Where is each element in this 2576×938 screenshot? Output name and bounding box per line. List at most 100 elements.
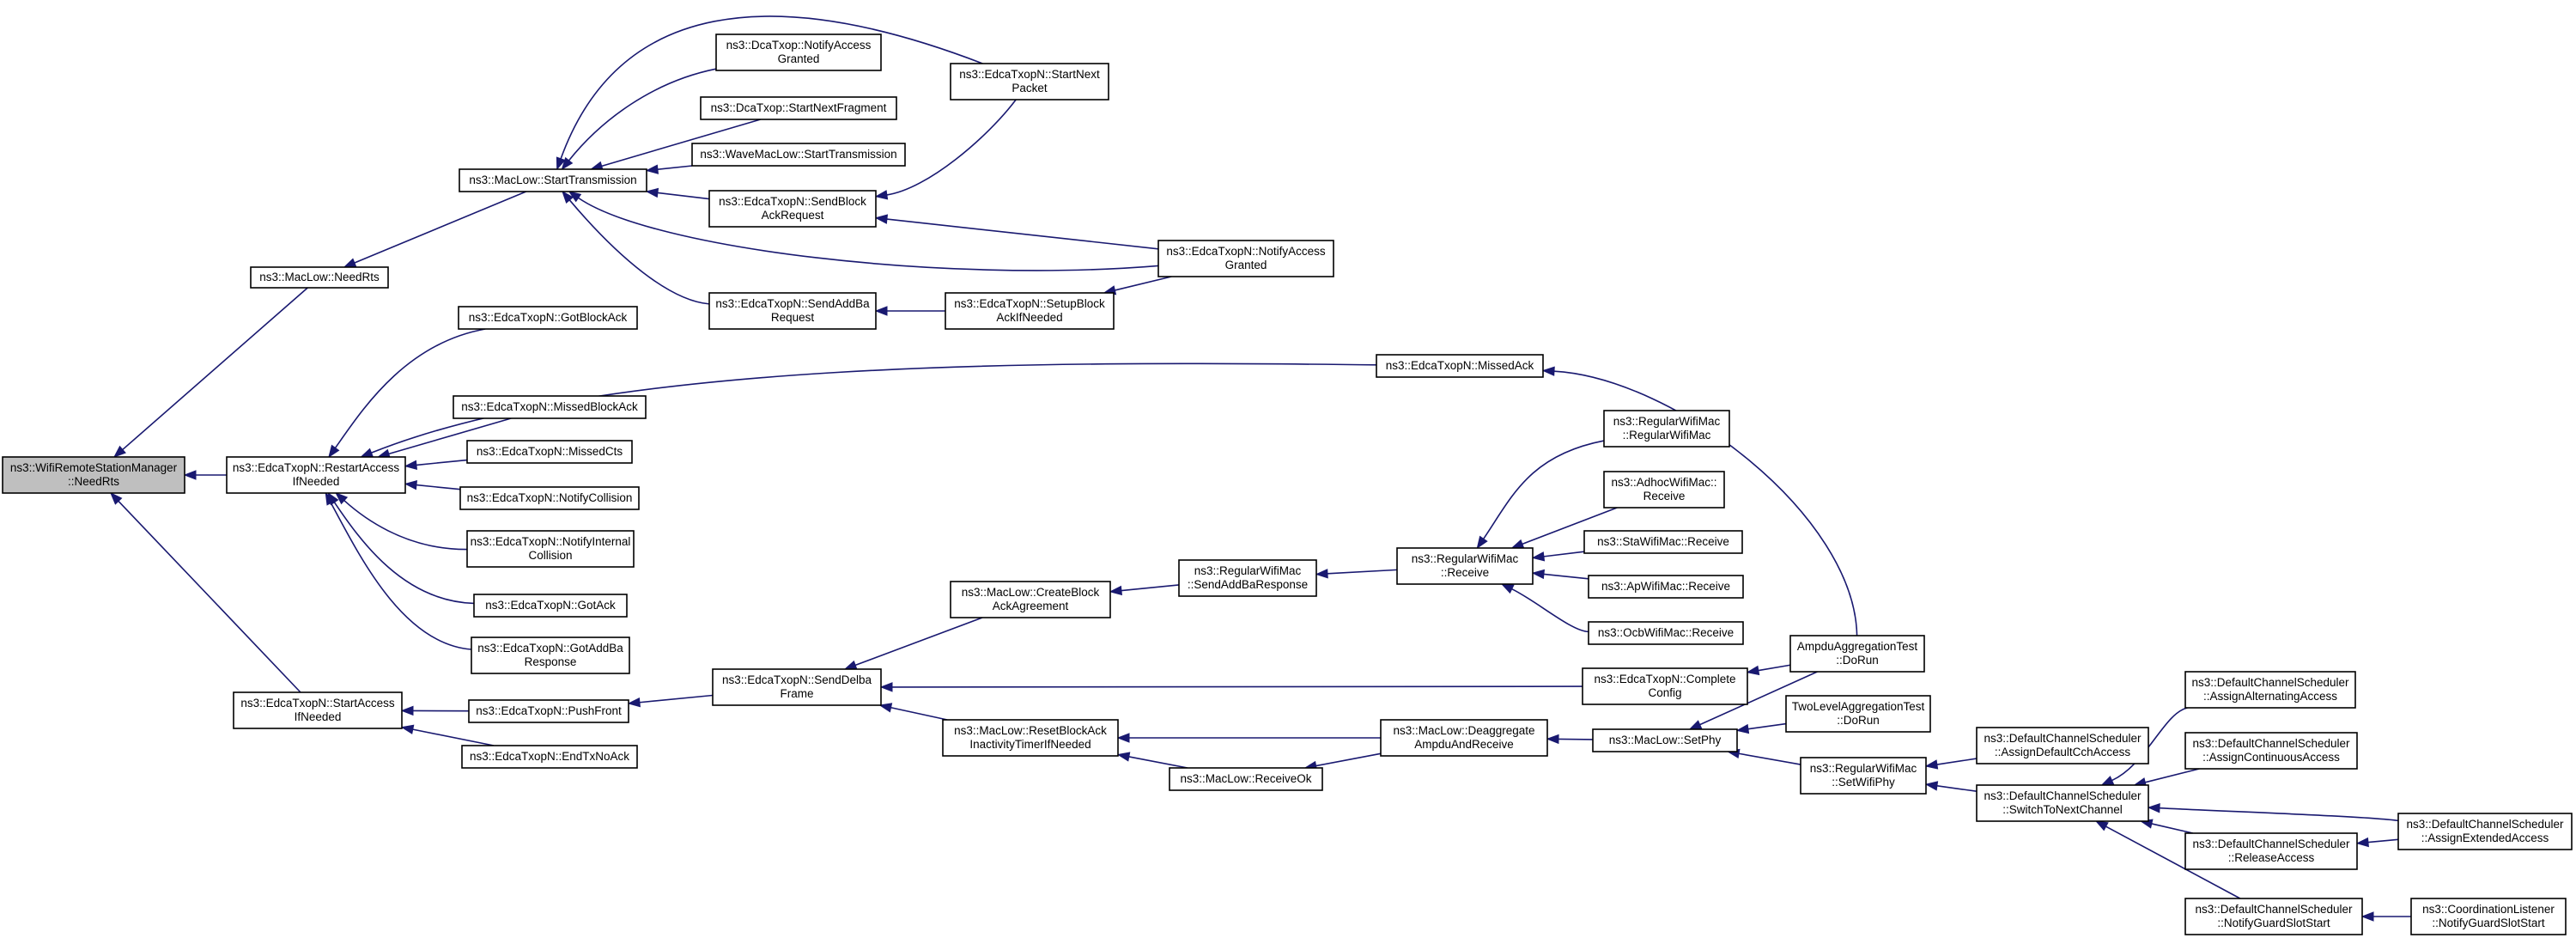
node-missedAck[interactable]: ns3::EdcaTxopN::MissedAck [1376, 354, 1544, 378]
node-waveStart[interactable]: ns3::WaveMacLow::StartTransmission [691, 143, 906, 167]
edge-notifyCollision-to-restart [404, 479, 461, 490]
node-box [2184, 832, 2358, 870]
node-label: IfNeeded [293, 475, 340, 488]
node-label: ns3::EdcaTxopN::GotBlockAck [469, 311, 628, 324]
node-label: ns3::EdcaTxopN::SetupBlock [954, 297, 1105, 310]
node-label: ns3::RegularWifiMac [1613, 415, 1721, 428]
node-switchToNext[interactable]: ns3::DefaultChannelScheduler::SwitchToNe… [1976, 784, 2149, 822]
node-label: ns3::ApWifiMac::Receive [1601, 580, 1730, 593]
node-label: ns3::EdcaTxopN::SendDelba [722, 673, 872, 686]
node-label: ns3::DcaTxop::StartNextFragment [711, 101, 887, 114]
node-pushFront[interactable]: ns3::EdcaTxopN::PushFront [468, 699, 629, 723]
node-label: ns3::EdcaTxopN::StartAccess [240, 697, 395, 710]
node-box [1588, 621, 1744, 645]
arrowhead-icon [1735, 723, 1750, 734]
node-label: ::NotifyGuardSlotStart [2217, 917, 2330, 929]
edge-line [1936, 758, 1978, 765]
edge-gotAddBa-to-restart [325, 491, 472, 650]
node-setWifiPhy[interactable]: ns3::RegularWifiMac::SetWifiPhy [1800, 757, 1927, 795]
node-box [458, 306, 638, 330]
node-regCtor[interactable]: ns3::RegularWifiMac::RegularWifiMac [1603, 410, 1730, 448]
node-regReceive[interactable]: ns3::RegularWifiMac::Receive [1396, 547, 1534, 585]
node-assignExtended[interactable]: ns3::DefaultChannelScheduler::AssignExte… [2397, 813, 2573, 850]
node-receiveOk[interactable]: ns3::MacLow::ReceiveOk [1169, 767, 1323, 791]
node-box [473, 594, 628, 618]
node-label: Frame [780, 687, 813, 700]
edge-line [334, 328, 486, 448]
node-label: ns3::EdcaTxopN::SendBlock [719, 195, 866, 208]
edge-line [1747, 722, 1787, 730]
edge-ampduTest-to-missedAck [1541, 366, 1858, 636]
node-ampduTest[interactable]: AmpduAggregationTest::DoRun [1789, 635, 1925, 673]
node-assignDefaultCch[interactable]: ns3::DefaultChannelScheduler::AssignDefa… [1976, 727, 2149, 764]
arrowhead-icon [645, 187, 659, 198]
node-ocbReceive[interactable]: ns3::OcbWifiMac::Receive [1588, 621, 1744, 645]
arrowhead-icon [1315, 569, 1328, 579]
node-assignContinuous[interactable]: ns3::DefaultChannelScheduler::AssignCont… [2184, 732, 2358, 770]
edge-assignDefaultCch-to-setWifiPhy [1924, 758, 1978, 770]
node-box [459, 486, 640, 510]
edge-assignContinuous-to-switchToNext [2133, 768, 2200, 788]
node-macNeedRts[interactable]: ns3::MacLow::NeedRts [250, 266, 389, 289]
node-sendAddBaResp[interactable]: ns3::RegularWifiMac::SendAddBaResponse [1178, 559, 1317, 597]
node-label: ns3::MacLow::ResetBlockAck [954, 724, 1107, 737]
edge-line [1511, 588, 1589, 633]
arrowhead-icon [2100, 776, 2115, 786]
edge-sendAddBaResp-to-createBlockAck [1109, 584, 1180, 596]
node-label: ::AssignContinuousAccess [2202, 751, 2340, 764]
edge-sendDelba-to-pushFront [627, 694, 714, 708]
edge-line [333, 502, 475, 605]
arrowhead-icon [110, 491, 123, 505]
node-box [1789, 635, 1925, 673]
arrowhead-icon [1546, 734, 1559, 745]
node-twoLevelTest[interactable]: TwoLevelAggregationTest::DoRun [1785, 695, 1931, 733]
arrowhead-icon [1688, 720, 1703, 730]
edge-macNeedRts-to-root [112, 287, 308, 458]
node-assignAlternating[interactable]: ns3::DefaultChannelScheduler::AssignAlte… [2184, 671, 2356, 709]
node-box [471, 636, 630, 674]
node-coordNotify[interactable]: ns3::CoordinationListener::NotifyGuardSl… [2410, 898, 2567, 935]
arrowhead-icon [1116, 733, 1130, 743]
node-resetBlockAck[interactable]: ns3::MacLow::ResetBlockAckInactivityTime… [942, 719, 1119, 757]
node-label: ns3::RegularWifiMac [1194, 564, 1302, 577]
arrowhead-icon [878, 703, 893, 713]
node-missedBlockAck[interactable]: ns3::EdcaTxopN::MissedBlockAck [453, 395, 647, 419]
node-releaseAccess[interactable]: ns3::DefaultChannelScheduler::ReleaseAcc… [2184, 832, 2358, 870]
node-setPhy[interactable]: ns3::MacLow::SetPhy [1592, 728, 1738, 752]
node-endTxNoAck[interactable]: ns3::EdcaTxopN::EndTxNoAck [461, 745, 638, 769]
node-missedCts[interactable]: ns3::EdcaTxopN::MissedCts [466, 440, 633, 464]
node-box [2397, 813, 2573, 850]
node-notifyCollision[interactable]: ns3::EdcaTxopN::NotifyCollision [459, 486, 640, 510]
node-gotAck[interactable]: ns3::EdcaTxopN::GotAck [473, 594, 628, 618]
edge-pushFront-to-startAccess [400, 705, 470, 716]
node-box [715, 34, 882, 71]
node-startTx[interactable]: ns3::MacLow::StartTransmission [459, 168, 647, 192]
node-label: ::SwitchToNextChannel [2002, 803, 2123, 816]
arrowhead-icon [627, 697, 641, 708]
node-dcaStartNext[interactable]: ns3::DcaTxop::StartNextFragment [700, 96, 897, 120]
arrowhead-icon [1109, 585, 1122, 596]
edge-setWifiPhy-to-setPhy [1726, 748, 1801, 765]
node-notifyGuardSlot[interactable]: ns3::DefaultChannelScheduler::NotifyGuar… [2184, 898, 2363, 935]
node-apReceive[interactable]: ns3::ApWifiMac::Receive [1588, 575, 1744, 599]
arrowhead-icon [183, 470, 197, 480]
arrowhead-icon [404, 479, 417, 490]
arrowhead-icon [1531, 551, 1546, 562]
node-adhocReceive[interactable]: ns3::AdhocWifiMac::Receive [1603, 471, 1725, 509]
node-staReceive[interactable]: ns3::StaWifiMac::Receive [1583, 530, 1743, 554]
node-gotBlockAck[interactable]: ns3::EdcaTxopN::GotBlockAck [458, 306, 638, 330]
